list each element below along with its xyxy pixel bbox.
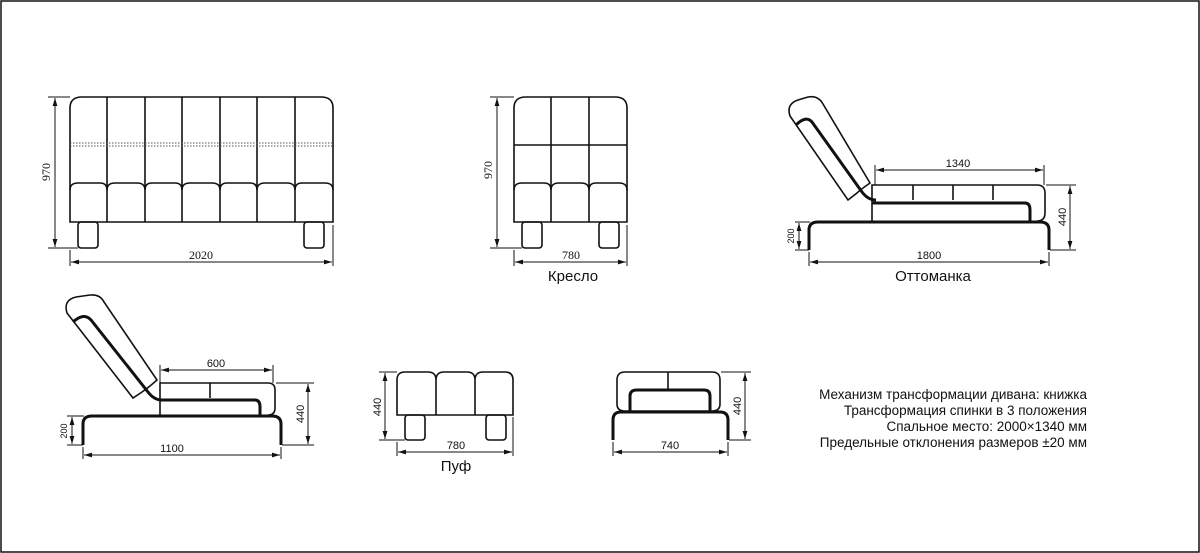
specification-notes: Механизм трансформации дивана: книжка Тр… xyxy=(819,387,1087,450)
armchair-width-label: 780 xyxy=(562,248,580,262)
ottoman-height-label: 440 xyxy=(1057,208,1069,226)
note-backrest: Трансформация спинки в 3 положения xyxy=(844,403,1087,418)
armchair-height-label: 970 xyxy=(481,161,495,179)
ottoman-seat-label: 1340 xyxy=(946,158,970,170)
ottoman-base-label: 200 xyxy=(786,228,796,243)
sofa-height-label: 970 xyxy=(39,163,53,181)
note-mechanism: Механизм трансформации дивана: книжка xyxy=(819,387,1087,402)
sofa-width-label: 2020 xyxy=(189,248,213,262)
pouf-height-label: 440 xyxy=(372,398,384,416)
small-ottoman-height-label: 440 xyxy=(295,405,307,423)
small-ottoman-length-label: 1100 xyxy=(160,443,184,455)
note-tolerance: Предельные отклонения размеров ±20 мм xyxy=(820,435,1087,450)
pouf-caption: Пуф xyxy=(441,458,471,475)
ottoman-length-label: 1800 xyxy=(917,250,941,262)
ottoman-caption: Оттоманка xyxy=(895,268,971,285)
sofa-leg xyxy=(77,221,99,249)
armchair-front-view: 970 780 Кресло xyxy=(481,96,628,285)
sofa-leg xyxy=(303,221,325,249)
pouf-side-width-label: 740 xyxy=(661,440,679,452)
pouf-front-view: 440 780 Пуф xyxy=(372,371,514,475)
sofa-front-view: 970 2020 xyxy=(39,96,334,266)
pouf-width-label: 780 xyxy=(447,440,465,452)
small-ottoman-side-view: 600 1100 440 200 xyxy=(59,294,314,459)
pouf-side-view: 740 440 xyxy=(611,371,751,456)
small-ottoman-seat-label: 600 xyxy=(207,358,225,370)
small-ottoman-base-label: 200 xyxy=(59,423,69,438)
pouf-side-height-label: 440 xyxy=(732,397,744,415)
ottoman-side-view: 1340 1800 440 200 Оттоманка xyxy=(786,95,1076,285)
armchair-caption: Кресло xyxy=(548,268,598,285)
note-sleeping-area: Спальное место: 2000×1340 мм xyxy=(886,419,1087,434)
